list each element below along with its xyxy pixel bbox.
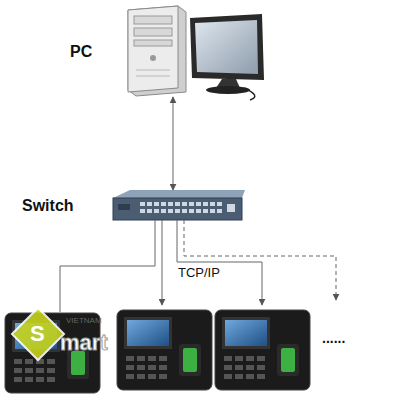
watermark-letter: S <box>30 321 45 347</box>
pc-tower <box>128 6 186 96</box>
network-wires <box>60 220 336 312</box>
ellipsis-label: ...... <box>322 330 345 346</box>
watermark-logo <box>12 308 64 360</box>
protocol-label: TCP/IP <box>178 265 220 280</box>
watermark-text: mart <box>60 330 108 356</box>
pc-monitor <box>190 14 264 100</box>
watermark-text: VIETNAM <box>66 316 102 325</box>
node-label: Switch <box>22 197 74 215</box>
attendance-device <box>117 310 212 390</box>
connector-arrow <box>173 97 174 190</box>
attendance-device <box>215 310 310 390</box>
network-switch <box>113 190 245 220</box>
switch-node: Switch <box>22 190 245 222</box>
node-label: PC <box>70 43 92 61</box>
pc-node: PC <box>70 5 265 97</box>
